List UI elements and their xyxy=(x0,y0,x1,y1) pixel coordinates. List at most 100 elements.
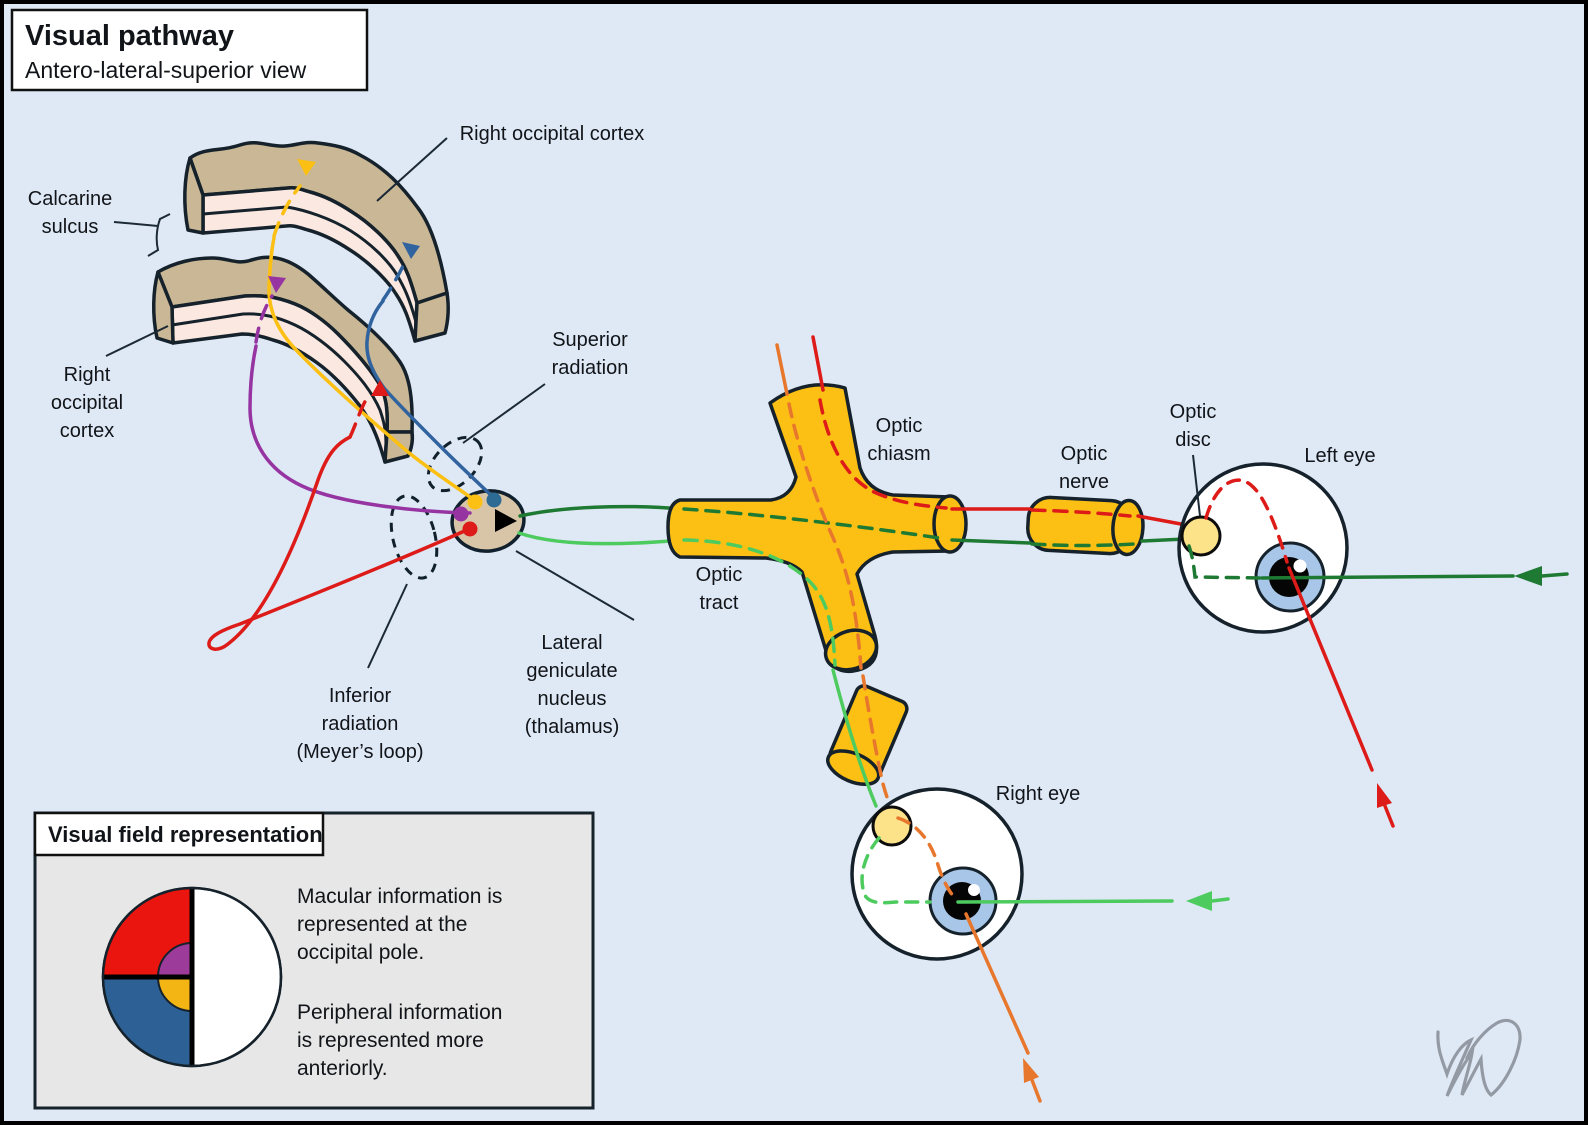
leader-roc-left xyxy=(105,325,169,357)
green-in-eye-dashed xyxy=(1187,544,1262,580)
label-right-occipital-cortex-top: Right occipital cortex xyxy=(460,123,645,145)
lower-slab-left-cap xyxy=(151,270,175,345)
legend-p1-line1: Macular information is xyxy=(297,885,502,908)
field-circle-outline xyxy=(101,886,283,1068)
label-superior-radiation-2: radiation xyxy=(552,357,629,379)
label-inferior-radiation-2: radiation xyxy=(322,713,399,735)
label-optic-chiasm-1: Optic xyxy=(876,415,923,437)
light-green-ray-tail xyxy=(1210,897,1230,903)
left-nerve-cap xyxy=(1111,498,1145,557)
dark-green-ray-tail xyxy=(1540,572,1569,578)
legend-p1-line3: occipital pole. xyxy=(297,941,424,964)
leader-lgn xyxy=(515,550,635,621)
orange-ray-tail xyxy=(1030,1078,1042,1103)
diagram-labels: Right occipital cortex Calcarine sulcus … xyxy=(28,123,1376,805)
label-optic-nerve-1: Optic xyxy=(1061,443,1108,465)
label-optic-chiasm-2: chiasm xyxy=(867,443,930,465)
label-lgn-2: geniculate xyxy=(526,660,617,682)
red-fibre-dashed xyxy=(348,396,369,439)
legend-p2-line2: is represented more xyxy=(297,1029,484,1052)
legend-box: Visual field representation Macular info… xyxy=(33,811,595,1110)
dark-green-nerve-dashed xyxy=(1030,542,1136,548)
upper-slab-calcarine-crease xyxy=(202,205,418,323)
chiasm-top-stubs xyxy=(775,335,825,396)
red-fibre-solid xyxy=(207,435,471,651)
purple-fibre-solid xyxy=(248,344,472,515)
label-right-occipital-cortex-left-2: occipital xyxy=(51,392,123,414)
dark-green-ray xyxy=(1260,574,1515,580)
label-optic-disc-2: disc xyxy=(1175,429,1211,451)
yellow-fibre-solid xyxy=(267,236,479,504)
red-chiasm-dashed xyxy=(818,398,948,510)
red-in-eye-dashed xyxy=(1204,478,1289,564)
orange-ray xyxy=(964,912,1030,1055)
inferior-radiation-ellipse xyxy=(389,494,439,580)
right-optic-disc xyxy=(871,805,913,847)
label-lgn-3: nucleus xyxy=(538,688,607,710)
label-optic-tract-2: tract xyxy=(700,592,739,614)
upper-slab-left-cap xyxy=(183,156,205,235)
leader-calcarine xyxy=(113,213,171,257)
chiasm-internal-fibres xyxy=(682,398,948,670)
blue-fibre-solid xyxy=(365,299,496,500)
red-ray xyxy=(1287,566,1374,772)
superior-radiation-ellipse xyxy=(426,435,484,493)
left-catchlight xyxy=(1293,559,1307,573)
optic-chiasm-shape xyxy=(666,382,968,673)
blue-fibre-dashed xyxy=(381,258,408,302)
label-superior-radiation-1: Superior xyxy=(552,329,628,351)
label-calcarine-sulcus-2: sulcus xyxy=(42,216,99,238)
leader-lines xyxy=(105,137,1201,669)
label-lgn-4: (thalamus) xyxy=(525,716,619,738)
red-top-stub xyxy=(811,335,825,392)
label-optic-disc-1: Optic xyxy=(1170,401,1217,423)
label-left-eye: Left eye xyxy=(1304,445,1375,467)
label-inferior-radiation-3: (Meyer’s loop) xyxy=(296,741,423,763)
green-in-right-eye-dashed xyxy=(860,836,932,905)
left-eye-group xyxy=(1177,462,1569,828)
label-inferior-radiation-1: Inferior xyxy=(329,685,392,707)
blue-fibre-arrowhead xyxy=(402,242,420,259)
orange-chiasm-dashed xyxy=(787,402,863,670)
chiasm-right-cap xyxy=(932,494,968,554)
leader-inferior-radiation xyxy=(367,583,408,669)
lgn-input-triangle xyxy=(495,509,517,532)
yellow-fibre-arrowhead xyxy=(297,159,316,176)
red-fibre-arrowhead xyxy=(371,380,389,396)
label-right-occipital-cortex-left-1: Right xyxy=(64,364,111,386)
yellow-fibre-dashed xyxy=(272,184,302,238)
legend-p1-line2: represented at the xyxy=(297,913,467,936)
author-signature xyxy=(1436,1018,1522,1098)
upper-occipital-cortex-slab xyxy=(183,140,451,343)
red-ray-tail xyxy=(1383,804,1395,828)
right-catchlight xyxy=(968,884,980,896)
left-optic-disc xyxy=(1180,515,1222,557)
dark-green-gap-solid xyxy=(950,538,1032,545)
light-green-tract-solid xyxy=(517,531,684,546)
purple-fibre-arrowhead xyxy=(268,276,286,293)
title-box-frame xyxy=(10,8,369,92)
dark-green-ray-arrowhead xyxy=(1514,566,1542,586)
red-ray-arrowhead xyxy=(1377,783,1392,808)
label-calcarine-sulcus-1: Calcarine xyxy=(28,188,112,210)
lgn-yellow-dot xyxy=(467,494,483,510)
lgn-purple-dot xyxy=(453,506,469,522)
title-box: Visual pathway Antero-lateral-superior v… xyxy=(10,8,369,92)
diagram-title: Visual pathway xyxy=(25,20,234,52)
lgn-terminals xyxy=(453,492,517,537)
purple-fibre-dashed xyxy=(254,294,274,344)
diagram-subtitle: Antero-lateral-superior view xyxy=(25,57,307,83)
lgn-blue-dot xyxy=(486,492,502,508)
label-right-occipital-cortex-left-3: cortex xyxy=(60,420,114,442)
orange-top-stub xyxy=(775,343,789,396)
light-green-chiasm-dashed xyxy=(682,538,837,667)
red-nerve-dashed xyxy=(1030,508,1132,518)
leader-optic-disc xyxy=(1192,454,1201,517)
dark-green-tract-solid xyxy=(518,504,684,518)
left-optic-nerve xyxy=(1026,495,1145,557)
orange-in-eye-dashed xyxy=(896,816,956,899)
light-green-ray xyxy=(956,899,1174,904)
